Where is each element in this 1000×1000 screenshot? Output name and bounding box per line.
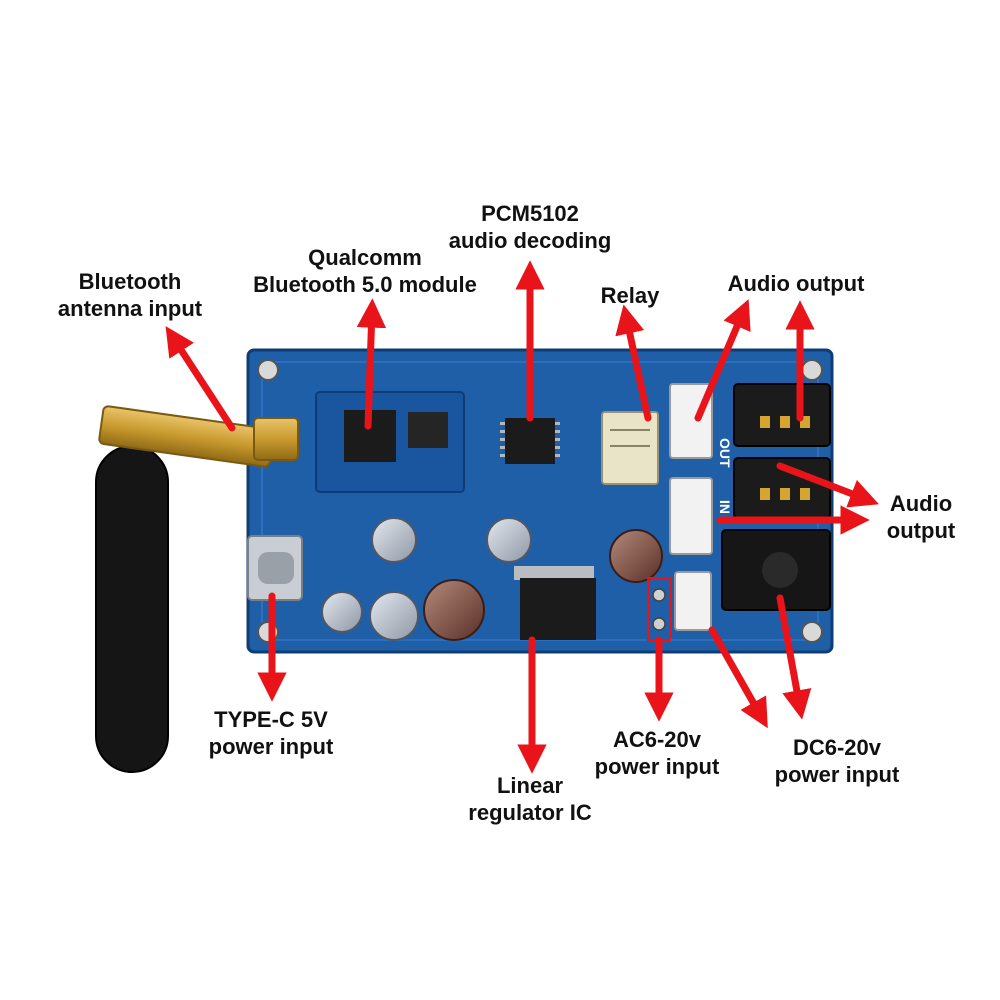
in-marking: IN bbox=[717, 500, 733, 514]
label-decoder-line1: PCM5102 bbox=[481, 201, 579, 226]
arrow-audio-out-top-left bbox=[694, 299, 751, 422]
arrow-antenna bbox=[165, 326, 236, 432]
label-audio-out-right-line2: output bbox=[886, 518, 956, 543]
out-marking: OUT bbox=[717, 438, 733, 468]
label-antenna-line1: Bluetooth bbox=[78, 269, 182, 294]
relay bbox=[601, 411, 659, 485]
label-typec: TYPE-C 5V power input bbox=[176, 706, 366, 760]
bluetooth-module bbox=[315, 391, 465, 493]
antenna bbox=[95, 405, 299, 773]
label-decoder-line2: audio decoding bbox=[448, 228, 612, 253]
label-typec-line1: TYPE-C 5V bbox=[214, 707, 328, 732]
label-antenna: Bluetooth antenna input bbox=[20, 268, 240, 322]
label-audio-out-top-line1: Audio output bbox=[727, 271, 865, 296]
jst-connectors bbox=[669, 383, 713, 631]
regulator-chip bbox=[514, 566, 596, 640]
typec-connector bbox=[247, 535, 303, 601]
arrow-audio-out-right-upper bbox=[776, 462, 879, 508]
label-relay: Relay bbox=[580, 282, 680, 309]
mounting-holes bbox=[257, 359, 823, 643]
label-regulator-line1: Linear bbox=[496, 773, 564, 798]
label-relay-line1: Relay bbox=[600, 283, 660, 308]
label-ac-power-line1: AC6-20v bbox=[612, 727, 702, 752]
label-antenna-line2: antenna input bbox=[57, 296, 203, 321]
label-audio-out-top: Audio output bbox=[706, 270, 886, 297]
label-bt-module-line2: Bluetooth 5.0 module bbox=[253, 272, 477, 297]
arrow-relay bbox=[615, 304, 652, 422]
label-regulator: Linear regulator IC bbox=[440, 772, 620, 826]
capacitors bbox=[321, 517, 663, 641]
arrow-bt-module bbox=[356, 298, 387, 430]
label-bt-module-line1: Qualcomm bbox=[308, 245, 422, 270]
label-audio-out-right-line1: Audio bbox=[889, 491, 953, 516]
arrow-dc-power-right bbox=[776, 594, 812, 720]
label-typec-line2: power input bbox=[208, 734, 334, 759]
label-dc-power-line2: power input bbox=[774, 762, 900, 787]
label-audio-out-right: Audio output bbox=[866, 490, 976, 544]
label-regulator-line2: regulator IC bbox=[468, 800, 592, 825]
pcm5102-chip bbox=[500, 418, 560, 464]
callout-arrows bbox=[165, 260, 879, 774]
label-ac-power-line2: power input bbox=[594, 754, 720, 779]
label-ac-power: AC6-20v power input bbox=[572, 726, 742, 780]
label-dc-power-line1: DC6-20v bbox=[792, 735, 882, 760]
arrow-dc-power-left bbox=[708, 626, 768, 729]
label-decoder: PCM5102 audio decoding bbox=[420, 200, 640, 254]
label-bt-module: Qualcomm Bluetooth 5.0 module bbox=[230, 244, 500, 298]
dc-barrel-jack bbox=[721, 529, 831, 611]
label-dc-power: DC6-20v power input bbox=[752, 734, 922, 788]
